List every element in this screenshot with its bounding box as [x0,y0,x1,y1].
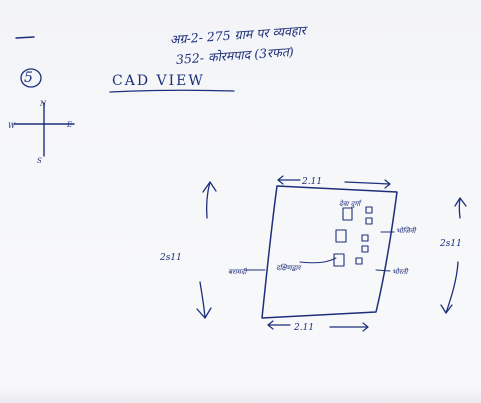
cad-view-title: CAD VIEW [112,73,205,89]
title-underline [109,89,235,93]
dimension-right: 2s11 [439,239,462,249]
label-right-lower: भोरती [392,267,409,276]
building-outline [261,185,398,319]
item-number-circle [20,68,42,88]
compass-rose: N E W S [8,100,75,165]
inner-rooms [333,206,373,267]
dimension-left: 2s11 [159,253,182,263]
right-dimension-arrows [440,197,467,314]
dimension-top: 2.11 [301,177,322,187]
left-dimension-arrows [196,181,217,319]
dimension-bottom: 2.11 [293,323,314,333]
label-left-outer: बरामदी [228,267,248,276]
compass-west: W [8,122,16,130]
compass-south: S [37,157,42,165]
bottom-dimension-arrow [267,320,369,332]
label-inner-top: देवा दुर्गा [339,199,362,209]
compass-north: N [39,100,47,108]
margin-dash [15,36,35,39]
label-left-inner: दक्षिणद्वार [276,263,302,272]
leader-lines [244,231,395,272]
top-dimension-arrow [277,175,391,189]
item-number: 5 [24,70,33,86]
compass-east: E [66,121,72,129]
label-right-upper: भोजिनी [396,226,417,235]
